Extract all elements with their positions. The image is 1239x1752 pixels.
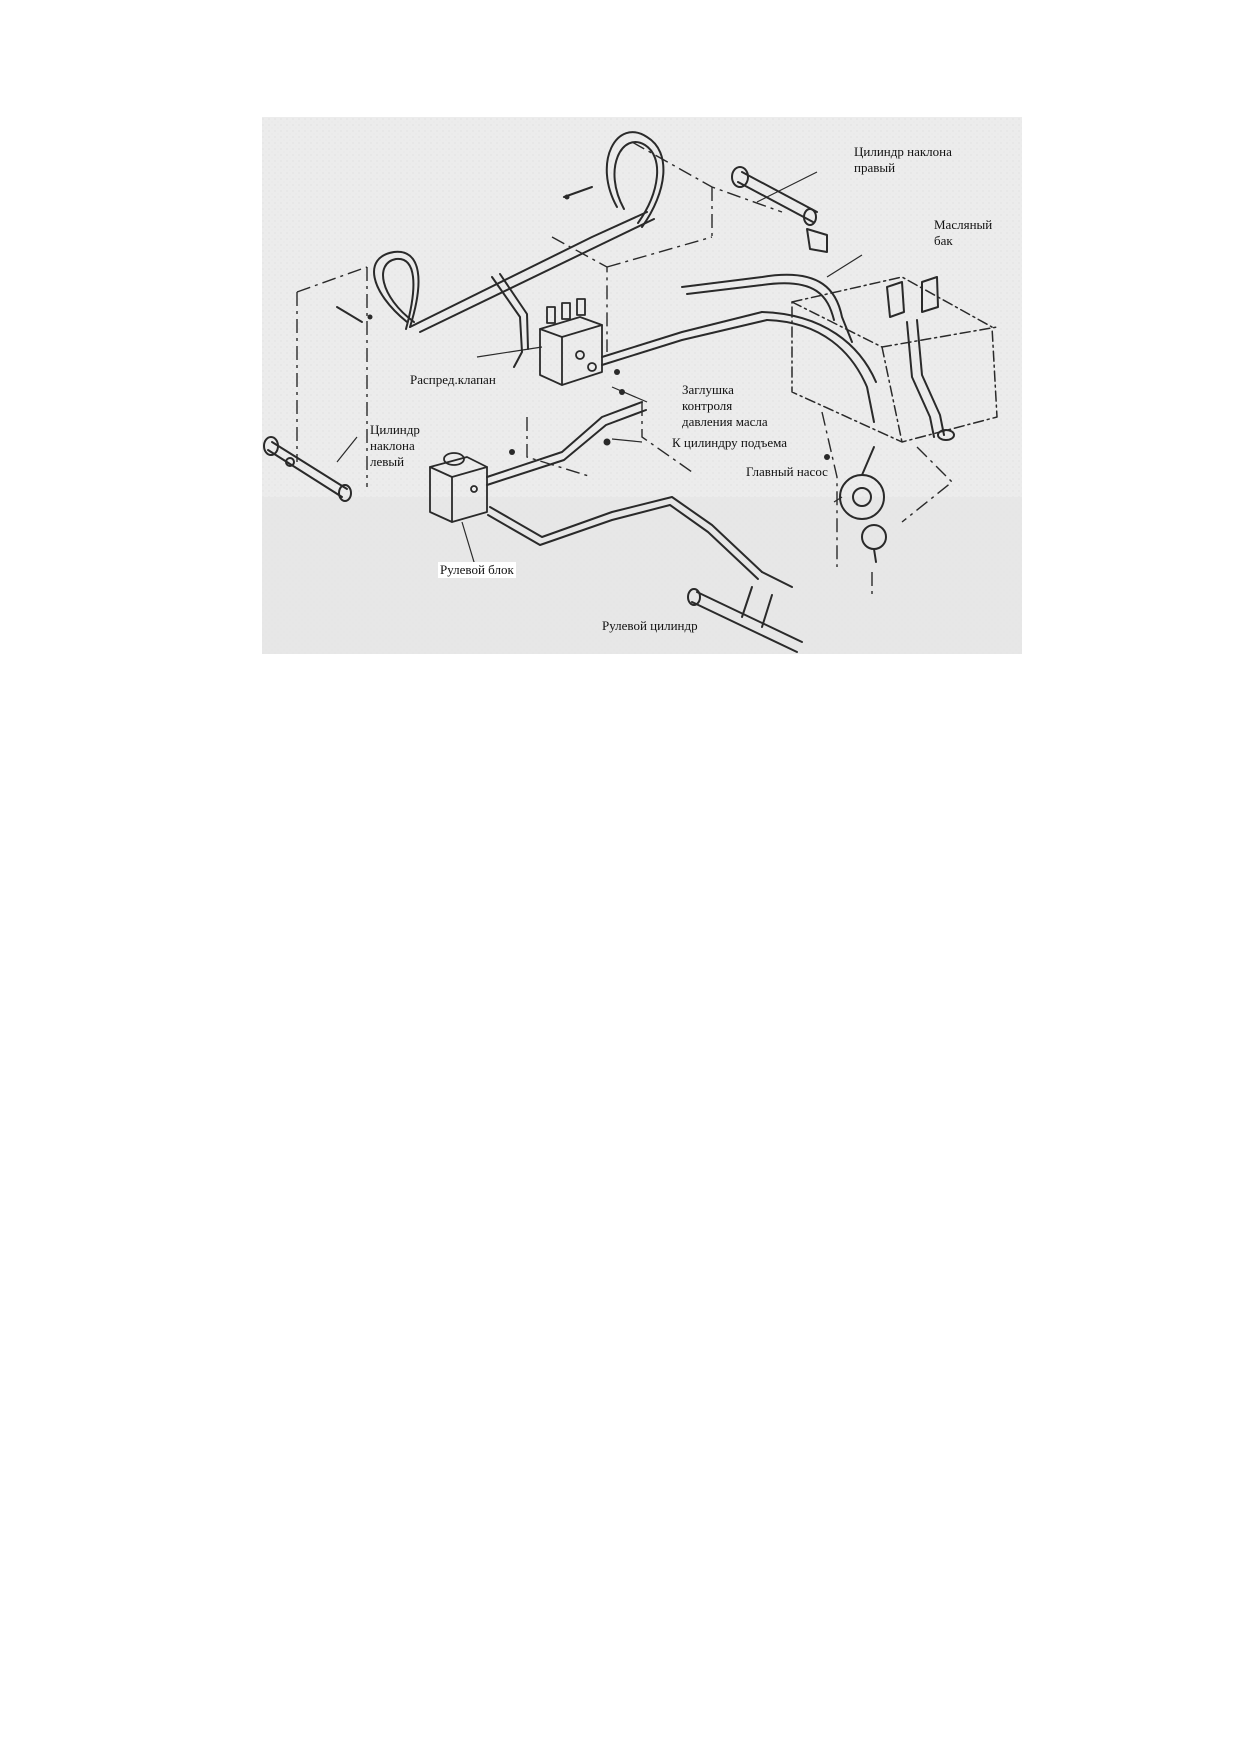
fittings <box>367 194 830 460</box>
tilt-cylinder-right <box>731 166 828 253</box>
label-main-pump: Главный насос <box>746 464 828 479</box>
label-tilt-cylinder-left: Цилиндр наклона левый <box>370 422 420 469</box>
steering-unit-block <box>429 452 488 523</box>
label-pressure-plug: Заглушка контроля давления масла <box>682 382 768 429</box>
main-pump <box>839 446 887 563</box>
label-steering-unit: Рулевой блок <box>438 562 516 578</box>
chassis-outline <box>296 141 954 597</box>
label-control-valve: Распред.клапан <box>410 372 496 387</box>
steering-cylinder <box>687 571 803 653</box>
tilt-hose-loop-left <box>336 250 420 330</box>
tank-fittings <box>886 276 955 441</box>
steering-pipes <box>486 401 763 580</box>
oil-tank <box>791 276 998 443</box>
label-oil-tank: Масляный бак <box>934 217 993 248</box>
tilt-cylinder-left <box>263 436 352 502</box>
label-to-lift-cylinder: К цилиндру подъема <box>672 435 788 450</box>
upper-pipes <box>409 211 655 368</box>
valve-to-pump-pipes <box>601 273 877 423</box>
control-valve-block <box>539 298 603 386</box>
hydraulic-system-diagram: Цилиндр наклона правый Масляный бак Расп… <box>262 117 1022 654</box>
label-tilt-cylinder-right: Цилиндр наклона правый <box>854 144 952 175</box>
label-steering-cylinder: Рулевой цилиндр <box>602 618 698 633</box>
diagram-drawing <box>262 117 1022 654</box>
